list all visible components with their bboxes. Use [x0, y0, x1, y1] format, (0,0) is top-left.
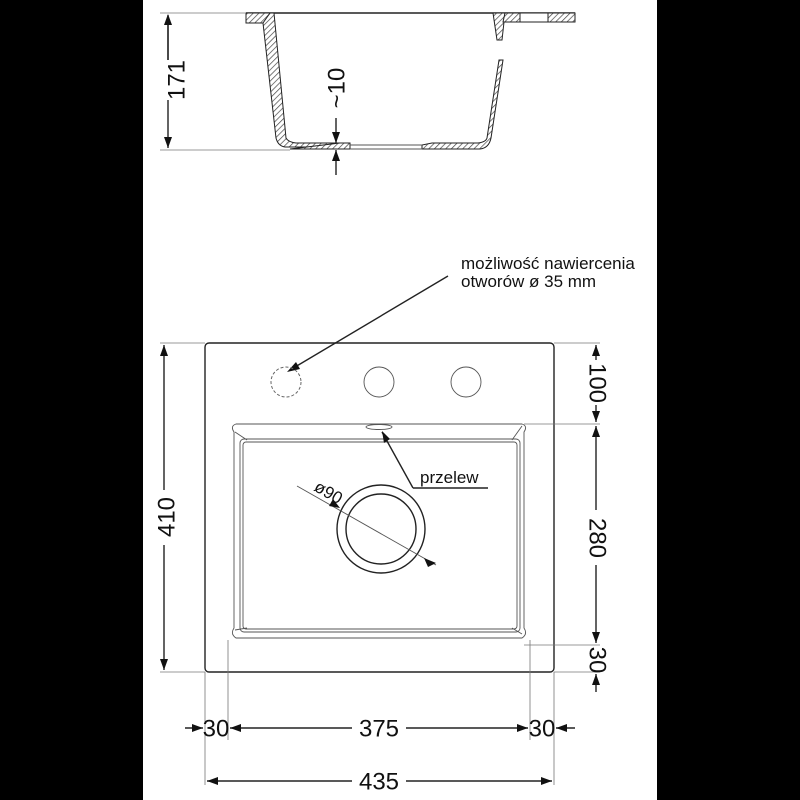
drawing-sheet	[143, 0, 657, 800]
tap-hole-3	[450, 366, 482, 398]
dim-bottom-margin: 30	[584, 647, 611, 674]
dim-bowl-height: 280	[584, 518, 611, 558]
drain-diameter-label: ø90	[311, 477, 346, 508]
dim-top-margin: 100	[584, 363, 611, 403]
overflow-label: przelew	[420, 468, 479, 487]
dim-total-width: 435	[359, 768, 399, 795]
drill-note-line2: otworów ø 35 mm	[461, 272, 596, 291]
section-view: 171 ~10	[160, 12, 576, 175]
drain-outer	[336, 484, 426, 574]
drill-note-line1: możliwość nawiercenia	[461, 254, 635, 273]
dim-bowl-width: 375	[359, 715, 399, 742]
plan-view: możliwość nawiercenia otworów ø 35 mm pr…	[153, 254, 635, 795]
tap-hole-optional	[270, 366, 302, 398]
dim-left-margin: 30	[203, 715, 230, 742]
drain-inner	[345, 493, 417, 565]
dim-total-height: 410	[153, 497, 180, 537]
dim-right-margin: 30	[529, 715, 556, 742]
dim-height-171: 171	[163, 60, 190, 100]
overflow-hole	[365, 424, 393, 430]
sink-outline	[204, 342, 555, 673]
tap-hole-2	[363, 366, 395, 398]
dim-wall-thickness: ~10	[323, 68, 350, 109]
